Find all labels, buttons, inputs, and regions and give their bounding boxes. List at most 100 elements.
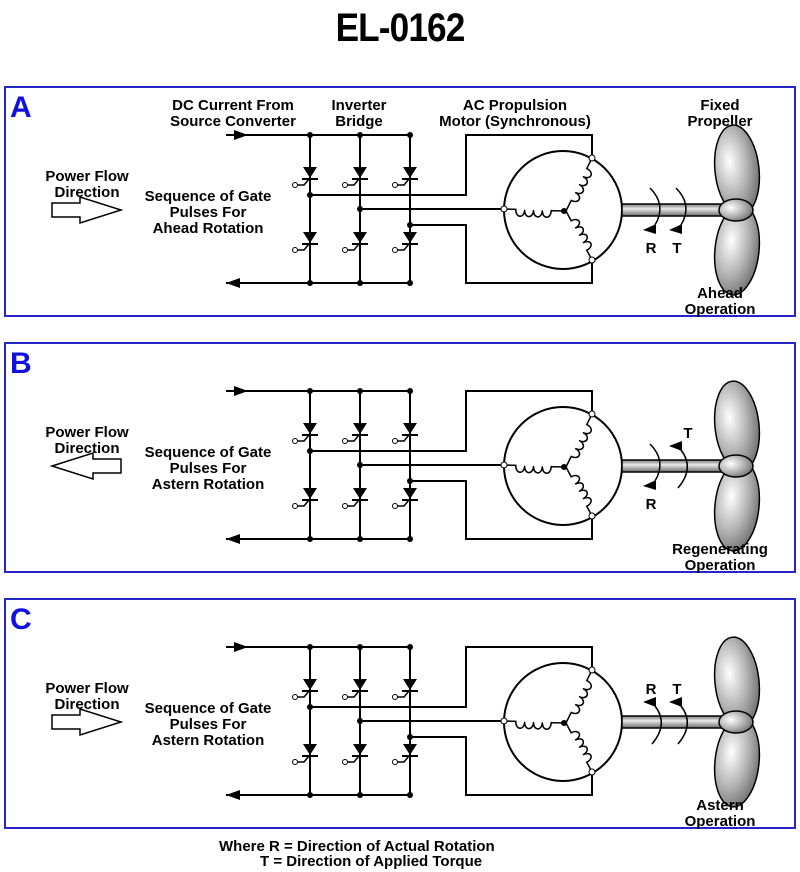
rotation-arrow: R (643, 681, 662, 745)
label-dc-current-line: Source Converter (170, 113, 296, 130)
arrow-symbol-label: R (646, 681, 657, 698)
power-flow-label-line: Power Flow (45, 424, 129, 441)
gate-sequence-label-line: Sequence of Gate (145, 188, 272, 205)
thyristor-icon (403, 232, 417, 243)
gate-terminal (292, 503, 298, 509)
arrow-curve (649, 187, 661, 226)
thyristor-icon (403, 679, 417, 690)
operation-label-line: Ahead (697, 285, 743, 302)
panel-border (4, 598, 796, 829)
gate-terminal (342, 182, 348, 188)
gate-sequence-label-line: Ahead Rotation (153, 220, 264, 237)
junction-dot (357, 132, 363, 138)
propeller-shaft (621, 459, 723, 473)
panel-letter: C (10, 603, 32, 636)
power-flow-label-line: Direction (54, 696, 119, 713)
rotation-arrow: R (643, 187, 661, 257)
winding-coil (565, 157, 593, 212)
winding-coil (503, 720, 564, 730)
gate-sequence-label-line: Pulses For (170, 460, 247, 477)
arrow-curve (675, 187, 687, 226)
thyristor-icon (303, 679, 317, 690)
junction-dot (407, 388, 413, 394)
winding-coil (565, 466, 593, 517)
thyristor-icon (303, 744, 317, 755)
torque-arrow: T (669, 681, 688, 745)
motor-terminal (500, 717, 508, 725)
rail-in-arrow-icon (234, 642, 248, 652)
rotation-arrow: R (643, 443, 661, 513)
arrow-head-icon (643, 480, 656, 490)
propeller-shaft (621, 715, 723, 729)
gate-lead (297, 690, 310, 698)
neutral-point (561, 464, 567, 470)
power-flow-arrow-icon (49, 451, 122, 481)
gate-lead (347, 178, 360, 186)
junction-dot (307, 132, 313, 138)
arrow-curve (649, 443, 661, 482)
arrow-head-icon (643, 224, 656, 234)
gate-terminal (292, 694, 298, 700)
gate-sequence-label-line: Astern Rotation (152, 476, 265, 493)
gate-lead (297, 499, 310, 507)
thyristor-icon (353, 679, 367, 690)
gate-terminal (292, 759, 298, 765)
winding-coil (565, 210, 593, 261)
motor-terminal (588, 154, 596, 162)
legend-rotation: Where R = Direction of Actual Rotation (219, 838, 495, 855)
arrow-curve (677, 705, 688, 745)
label-ac-motor-line: AC Propulsion (463, 97, 567, 114)
phase-wire-a (310, 134, 593, 196)
thyristor-icon (303, 488, 317, 499)
thyristor-icon (403, 423, 417, 434)
motor-terminal (500, 461, 508, 469)
rail-out-arrow-icon (226, 790, 240, 800)
junction-dot (407, 280, 413, 286)
junction-dot (307, 536, 313, 542)
gate-lead (397, 755, 410, 763)
arrow-head-icon (669, 697, 682, 707)
operation-label-line: Operation (685, 557, 756, 574)
thyristor-icon (353, 232, 367, 243)
thyristor-icon (403, 488, 417, 499)
gate-sequence-label-line: Astern Rotation (152, 732, 265, 749)
rail-in-arrow-icon (234, 130, 248, 140)
legend-torque: T = Direction of Applied Torque (260, 853, 483, 870)
operation-label-line: Operation (685, 301, 756, 318)
power-flow-label-line: Power Flow (45, 168, 129, 185)
thyristor-icon (303, 423, 317, 434)
motor-terminal (588, 512, 596, 520)
gate-sequence-label-line: Sequence of Gate (145, 700, 272, 717)
gate-lead (347, 499, 360, 507)
motor-terminal (588, 768, 596, 776)
junction-dot (307, 644, 313, 650)
arrow-head-icon (669, 441, 682, 451)
label-fixed-propeller-line: Propeller (687, 113, 752, 130)
phase-wire-c (410, 736, 593, 796)
gate-terminal (292, 438, 298, 444)
label-ac-motor-line: Motor (Synchronous) (439, 113, 591, 130)
gate-lead (297, 243, 310, 251)
winding-coil (503, 464, 564, 474)
phase-wire-c (410, 480, 593, 540)
gate-lead (347, 243, 360, 251)
motor-terminal (500, 205, 508, 213)
thyristor-icon (353, 167, 367, 178)
propeller-hub (718, 198, 754, 222)
junction-dot (307, 388, 313, 394)
panel-border (4, 342, 796, 573)
propeller-shaft (621, 203, 723, 217)
neutral-point (561, 208, 567, 214)
thyristor-icon (403, 744, 417, 755)
phase-wire-c (410, 224, 593, 284)
arrow-symbol-label: T (683, 425, 692, 442)
rail-out-arrow-icon (226, 534, 240, 544)
